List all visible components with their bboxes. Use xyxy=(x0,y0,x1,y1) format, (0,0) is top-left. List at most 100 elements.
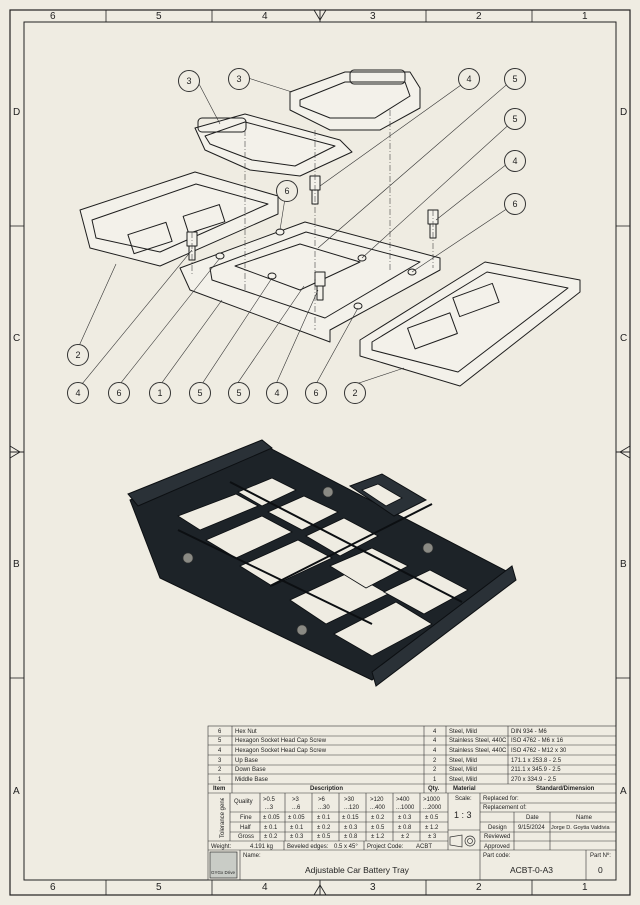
drawing-title: Adjustable Car Battery Tray xyxy=(305,865,409,875)
design-date: 9/15/2024 xyxy=(518,825,545,831)
name-field-label: Name: xyxy=(243,853,261,859)
tol-range: >1000 ...2000 xyxy=(423,797,442,811)
bom-desc: Hex Nut xyxy=(235,729,257,735)
tol-row-name: Half xyxy=(240,825,251,831)
tol-cell: ± 0.8 xyxy=(344,834,358,840)
bom-material: Steel, Mild xyxy=(449,758,478,764)
design-name: Jorge D. Goytia Valdivia xyxy=(551,825,610,831)
callout-4d: 4 xyxy=(266,382,288,404)
bom-item: 6 xyxy=(218,729,222,735)
scale-label: Scale: xyxy=(455,796,472,802)
callout-6c: 6 xyxy=(108,382,130,404)
callout-6a: 6 xyxy=(504,193,526,215)
callout-5a: 5 xyxy=(504,68,526,90)
bom-desc: Down Base xyxy=(235,767,266,773)
zone-label-col-5-bottom: 5 xyxy=(156,882,162,893)
tol-cell: ± 0.5 xyxy=(317,834,331,840)
callout-3b: 3 xyxy=(178,70,200,92)
zone-label-col-5: 5 xyxy=(156,11,162,22)
bom-material: Steel, Mild xyxy=(449,729,478,735)
zone-label-row-c-right: C xyxy=(620,333,628,344)
tol-range: >0.5 ...3 xyxy=(263,797,275,811)
callout-2b: 2 xyxy=(344,382,366,404)
tol-range: >6 ...30 xyxy=(318,797,330,811)
tol-range: >3 ...6 xyxy=(292,797,301,811)
replaced-for-label: Replaced for: xyxy=(483,796,519,802)
zone-label-col-3: 3 xyxy=(370,11,376,22)
callout-4a: 4 xyxy=(458,68,480,90)
callout-5c: 5 xyxy=(189,382,211,404)
tol-range: >30 ...120 xyxy=(344,797,360,811)
zone-label-col-3-bottom: 3 xyxy=(370,882,376,893)
zone-label-col-6: 6 xyxy=(50,11,56,22)
bom-desc: Hexagon Socket Head Cap Screw xyxy=(235,748,327,754)
bom-material: Steel, Mild xyxy=(449,767,478,773)
bom-header-desc: Description xyxy=(310,786,344,792)
bom-item: 1 xyxy=(218,777,222,783)
tol-cell: ± 0.1 xyxy=(317,815,331,821)
design-label: Design xyxy=(488,825,507,831)
bom-qty: 4 xyxy=(433,748,437,754)
callout-5b: 5 xyxy=(504,108,526,130)
bom-standard: ISO 4762 - M6 x 16 xyxy=(511,738,564,744)
beveled-value: 0.5 x 45° xyxy=(334,844,358,850)
bom-material: Stainless Steel, 440C xyxy=(449,748,507,754)
tol-cell: ± 0.3 xyxy=(344,825,358,831)
bom-item: 4 xyxy=(218,748,222,754)
zone-label-row-a: A xyxy=(13,786,20,797)
tol-cell: ± 0.5 xyxy=(371,825,385,831)
tol-cell: ± 0.2 xyxy=(371,815,385,821)
zone-label-col-2: 2 xyxy=(476,11,482,22)
tol-row-name: Gross xyxy=(238,834,255,840)
bom-standard: 270 x 334.9 - 2.5 xyxy=(511,777,557,783)
tol-cell: ± 1.2 xyxy=(371,834,385,840)
tol-cell: ± 0.15 xyxy=(342,815,359,821)
bom-desc: Hexagon Socket Head Cap Screw xyxy=(235,738,327,744)
zone-label-row-d-right: D xyxy=(620,107,628,118)
tol-cell: ± 1.2 xyxy=(425,825,439,831)
part-code-label: Part code: xyxy=(483,853,511,859)
bom-header-material: Material xyxy=(453,786,476,792)
tol-cell: ± 2 xyxy=(401,834,410,840)
tol-cell: ± 0.8 xyxy=(398,825,412,831)
weight-value: 4.191 kg xyxy=(250,844,274,850)
zone-label-col-1: 1 xyxy=(582,11,588,22)
part-code-value: ACBT-0-A3 xyxy=(510,865,553,875)
callout-1: 1 xyxy=(149,382,171,404)
project-code-value: ACBT xyxy=(416,844,433,850)
bom-desc: Up Base xyxy=(235,758,259,764)
date-header: Date xyxy=(526,815,539,821)
logo-text: GYGx Drive xyxy=(211,870,236,875)
callout-6b: 6 xyxy=(276,180,298,202)
part-no-label: Part Nº: xyxy=(590,853,611,859)
bom-standard: DIN 934 - M6 xyxy=(511,729,547,735)
tol-cell: ± 0.05 xyxy=(263,815,280,821)
zone-label-row-a-right: A xyxy=(620,786,627,797)
zone-label-col-4-bottom: 4 xyxy=(262,882,268,893)
bom-qty: 2 xyxy=(433,758,437,764)
tol-cell: ± 0.2 xyxy=(317,825,331,831)
zone-label-row-c: C xyxy=(13,333,21,344)
weight-label: Weight: xyxy=(211,844,232,850)
zone-label-col-1-bottom: 1 xyxy=(582,882,588,893)
bom-qty: 4 xyxy=(433,729,437,735)
bom-header-qty: Qty. xyxy=(428,786,440,792)
project-code-label: Project Code: xyxy=(367,844,404,850)
callout-2a: 2 xyxy=(67,344,89,366)
callout-4c: 4 xyxy=(67,382,89,404)
zone-label-col-2-bottom: 2 xyxy=(476,882,482,893)
bom-material: Steel, Mild xyxy=(449,777,478,783)
callout-4b: 4 xyxy=(504,150,526,172)
reviewed-label: Reviewed xyxy=(484,834,511,840)
bom-standard: 171.1 x 253.8 - 2.5 xyxy=(511,758,562,764)
callout-3a: 3 xyxy=(228,68,250,90)
tolerance-label: Tolerance general xyxy=(220,798,226,838)
tol-cell: ± 0.1 xyxy=(290,825,304,831)
bom-qty: 2 xyxy=(433,767,437,773)
tol-cell: ± 0.3 xyxy=(290,834,304,840)
bom-material: Stainless Steel, 440C xyxy=(449,738,507,744)
callout-6d: 6 xyxy=(305,382,327,404)
bom-qty: 1 xyxy=(433,777,437,783)
approved-label: Approved xyxy=(484,844,510,850)
